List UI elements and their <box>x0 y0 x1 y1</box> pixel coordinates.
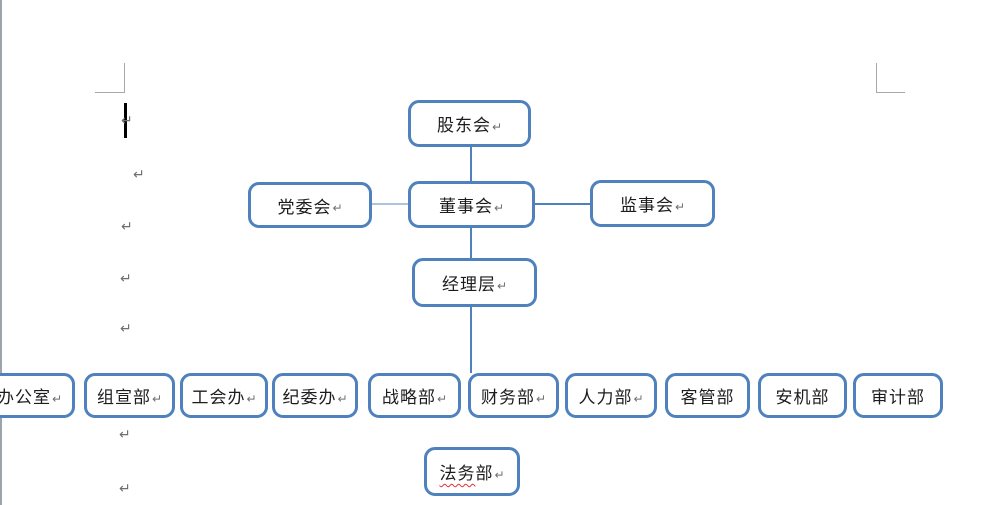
text-boundary-mark-top-left-vertical <box>124 63 125 93</box>
paragraph-mark-icon: ↵ <box>493 200 505 215</box>
org-node-label-strategy: 战略部 <box>381 388 436 408</box>
paragraph-mark-icon: ↵ <box>121 113 133 129</box>
org-node-label-general-office: 办公室 <box>0 388 51 408</box>
org-node-label-union-office: 工会办 <box>191 388 246 408</box>
org-node-discipline-office[interactable]: 纪委办↵ <box>272 373 358 418</box>
paragraph-mark-icon: ↵ <box>51 391 63 406</box>
org-node-board[interactable]: 董事会↵ <box>408 181 535 228</box>
text-cursor <box>124 103 127 138</box>
paragraph-mark-icon: ↵ <box>121 219 133 235</box>
paragraph-mark-icon: ↵ <box>496 278 508 293</box>
org-node-strategy[interactable]: 战略部↵ <box>368 373 461 418</box>
org-node-general-office[interactable]: 办公室↵ <box>0 373 75 418</box>
org-node-org-publicity[interactable]: 组宣部↵ <box>84 373 175 418</box>
org-node-label-hr: 人力部 <box>578 388 633 408</box>
org-node-shareholders[interactable]: 股东会↵ <box>408 100 531 147</box>
org-node-label-security-machine: 安机部 <box>775 388 830 408</box>
org-node-label-party-committee: 党委会 <box>277 197 332 218</box>
paragraph-mark-icon: ↵ <box>119 481 131 497</box>
org-node-label-supervisory: 监事会 <box>619 196 674 216</box>
org-node-label-legal: 法务部 <box>439 464 494 484</box>
org-node-label-audit: 审计部 <box>871 388 925 408</box>
text-boundary-mark-top-right-horizontal <box>876 92 905 93</box>
paragraph-mark-icon: ↵ <box>535 391 547 406</box>
paragraph-mark-icon: ↵ <box>337 391 348 406</box>
paragraph-mark-icon: ↵ <box>119 427 131 443</box>
org-node-union-office[interactable]: 工会办↵ <box>180 373 268 418</box>
org-node-label-shareholders: 股东会 <box>436 116 491 136</box>
org-node-supervisory[interactable]: 监事会↵ <box>590 180 715 227</box>
paragraph-mark-icon: ↵ <box>332 201 343 215</box>
page-left-edge <box>0 0 2 505</box>
org-node-management[interactable]: 经理层↵ <box>412 258 537 307</box>
paragraph-mark-icon: ↵ <box>120 271 132 287</box>
org-node-hr[interactable]: 人力部↵ <box>565 373 657 418</box>
paragraph-mark-icon: ↵ <box>494 467 505 482</box>
org-node-party-committee[interactable]: 党委会↵ <box>248 182 372 228</box>
paragraph-mark-icon: ↵ <box>633 391 644 406</box>
org-node-label-finance: 财务部 <box>480 388 535 408</box>
org-node-label-board: 董事会 <box>438 197 493 217</box>
org-node-customer-mgmt[interactable]: 客管部 <box>665 373 750 418</box>
connector-h-party-board <box>372 203 408 205</box>
paragraph-mark-icon: ↵ <box>246 391 257 406</box>
paragraph-mark-icon: ↵ <box>133 167 145 183</box>
org-node-label-org-publicity: 组宣部 <box>96 388 151 408</box>
paragraph-mark-icon: ↵ <box>674 199 686 214</box>
spellcheck-underline: 法务 <box>439 464 476 484</box>
connector-v-board-management <box>470 228 472 258</box>
org-node-security-machine[interactable]: 安机部 <box>758 373 847 418</box>
connector-v-shareholders-board <box>470 147 472 181</box>
text-boundary-mark-top-left-horizontal <box>95 92 124 93</box>
paragraph-mark-icon: ↵ <box>120 321 132 337</box>
org-node-audit[interactable]: 审计部 <box>853 373 943 418</box>
org-node-finance[interactable]: 财务部↵ <box>468 373 559 418</box>
org-node-legal[interactable]: 法务部↵ <box>424 447 520 496</box>
text-boundary-mark-top-right-vertical <box>876 63 877 93</box>
connector-v-management-depts <box>470 307 472 373</box>
org-node-label-discipline-office: 纪委办 <box>282 388 337 408</box>
paragraph-mark-icon: ↵ <box>491 119 503 134</box>
org-node-label-customer-mgmt: 客管部 <box>680 388 735 408</box>
connector-h-board-supervisory <box>535 203 590 205</box>
org-node-label-management: 经理层 <box>441 275 496 295</box>
paragraph-mark-icon: ↵ <box>436 391 448 406</box>
paragraph-mark-icon: ↵ <box>151 391 163 406</box>
